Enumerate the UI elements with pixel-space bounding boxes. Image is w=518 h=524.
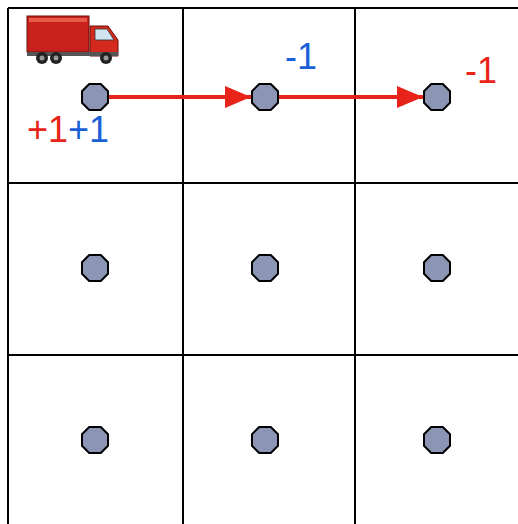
dot-shape [424, 84, 450, 110]
reward-value: -1 [285, 36, 317, 77]
reward-labels: +1+1 [27, 112, 109, 148]
truck-cab [90, 26, 118, 56]
reward-value: +1 [27, 109, 68, 150]
dot-outline [81, 83, 109, 111]
reward-value: -1 [465, 50, 497, 91]
state-dot [252, 255, 278, 281]
state-dot [252, 427, 278, 453]
reward-labels: -1 [285, 39, 317, 75]
state-dot: -1 [251, 83, 279, 111]
dot-shape [252, 84, 278, 110]
truck-hub [54, 56, 59, 61]
dot-shape [82, 84, 108, 110]
truck-wheel [36, 52, 48, 64]
state-dot [424, 255, 450, 281]
grid-line [182, 8, 184, 524]
transition-arrow [279, 95, 423, 99]
reward-labels: -1 [465, 53, 497, 89]
state-dots [82, 255, 450, 453]
state-dot [82, 427, 108, 453]
grid-line [354, 8, 356, 524]
state-dot [82, 255, 108, 281]
truck-window [95, 29, 114, 40]
truck-cargo [27, 16, 89, 52]
truck-icon [27, 16, 118, 64]
dot-outline [423, 83, 451, 111]
truck-wheel [100, 52, 112, 64]
state-dot [424, 427, 450, 453]
grid-line [8, 354, 518, 356]
truck-stripe [29, 18, 87, 22]
grid-line [8, 182, 518, 184]
grid-lines [8, 8, 518, 524]
grid-line [8, 7, 518, 9]
grid-line [7, 8, 9, 524]
state-dot: +1+1 [81, 83, 109, 111]
reward-value: +1 [68, 109, 109, 150]
dot-outline [251, 83, 279, 111]
truck-wheel [50, 52, 62, 64]
truck-hub [104, 56, 109, 61]
transition-arrow [109, 95, 251, 99]
truck-hub [40, 56, 45, 61]
state-dot: -1 [423, 83, 451, 111]
